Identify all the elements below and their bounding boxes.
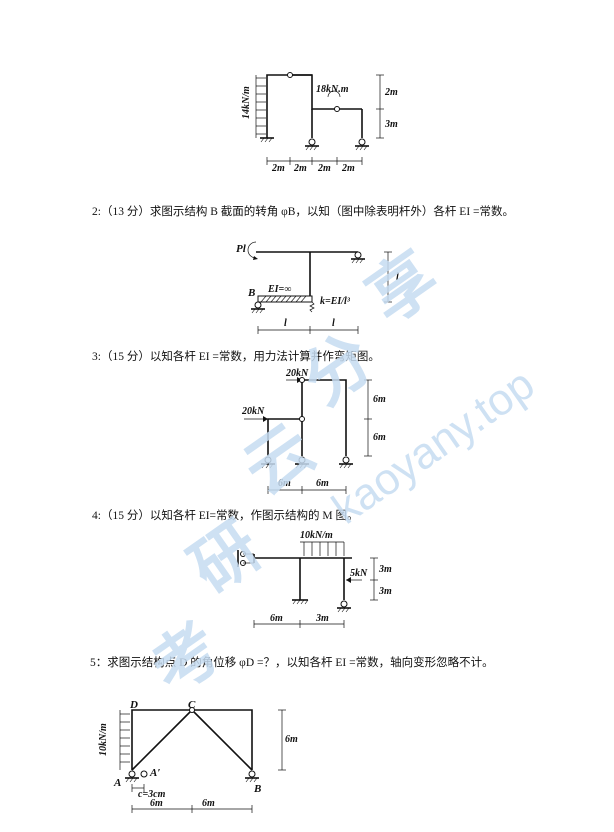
figure-2-frame: Pl EI=∞ B k=EI/l³ l l l bbox=[236, 241, 399, 334]
fig1-dim-v-1: 2m bbox=[384, 87, 398, 98]
fig1-dim-h-4: 2m bbox=[341, 163, 355, 174]
fig5-dim-v: 6m bbox=[285, 734, 298, 745]
fig4-left-supports bbox=[237, 550, 254, 567]
fig3-dim-h-1: 6m bbox=[278, 478, 291, 489]
fig2-load-label: Pl bbox=[236, 243, 247, 255]
pin-support-right bbox=[355, 138, 369, 151]
figure-3-frame: 20kN 20kN 6m 6m 6m 6m bbox=[241, 368, 386, 494]
fig4-dim-v-1: 3m bbox=[378, 564, 392, 575]
fig1-dim-h-2: 2m bbox=[293, 163, 307, 174]
figure-1-frame: 14kN/m 18kN.m bbox=[241, 72, 398, 174]
fig1-dim-h-1: 2m bbox=[271, 163, 285, 174]
fig5-point-a: A bbox=[113, 777, 121, 789]
fig3-dim-v-2: 6m bbox=[373, 432, 386, 443]
question-3-text: 3:（15 分）以知各杆 EI =常数，用力法计算并作弯矩图。 bbox=[92, 351, 380, 363]
fig3-load-mid-label: 20kN bbox=[241, 406, 265, 417]
figure-4-frame: 10kN/m 5kN 3m 3m 6m 3m bbox=[237, 530, 392, 628]
fig5-point-a-prime: A′ bbox=[149, 767, 160, 779]
fig5-point-b: B bbox=[253, 783, 261, 795]
rigid-beam bbox=[257, 295, 313, 303]
fig4-dim-h-1: 6m bbox=[270, 613, 283, 624]
hinge-right bbox=[334, 106, 340, 112]
fig2-point-b: B bbox=[247, 287, 255, 299]
fig2-dim-v: l bbox=[396, 272, 399, 283]
question-4-text: 4:（15 分）以知各杆 EI=常数，作图示结构的 M 图。 bbox=[92, 510, 359, 522]
fixed-support-left bbox=[260, 137, 274, 143]
hinge-top bbox=[287, 72, 293, 78]
fig2-dim-h-1: l bbox=[284, 318, 287, 329]
distributed-load-arrows bbox=[255, 75, 266, 138]
fig4-load-dist-label: 10kN/m bbox=[300, 530, 333, 541]
question-5-text: 5：求图示结构点 D 的角位移 φD =？，以知各杆 EI =常数，轴向变形忽略… bbox=[90, 657, 494, 669]
fig1-load-label: 14kN/m bbox=[241, 86, 252, 119]
fig1-dim-h-3: 2m bbox=[317, 163, 331, 174]
fig1-dim-v-2: 3m bbox=[384, 119, 398, 130]
fig5-settlement-label: c=3cm bbox=[138, 789, 166, 800]
fig5-point-d: D bbox=[129, 699, 138, 711]
pin-support-mid bbox=[305, 138, 319, 151]
fig2-spring-label: k=EI/l³ bbox=[320, 296, 351, 307]
fig5-dim-h-1: 6m bbox=[150, 798, 163, 809]
fig2-ei-label: EI=∞ bbox=[267, 284, 291, 295]
fig5-point-c: C bbox=[188, 699, 196, 711]
fig1-moment-label: 18kN.m bbox=[316, 84, 349, 95]
fig3-load-top-label: 20kN bbox=[285, 368, 309, 379]
fig4-dim-h-2: 3m bbox=[315, 613, 329, 624]
fig4-load-point-label: 5kN bbox=[350, 568, 368, 579]
question-2-text: 2:（13 分）求图示结构 B 截面的转角 φB，以知（图中除表明杆外）各杆 E… bbox=[92, 206, 515, 218]
fig3-dim-v-1: 6m bbox=[373, 394, 386, 405]
fig5-load-label: 10kN/m bbox=[98, 723, 109, 756]
figure-5-frame: D C 10kN/m A A′ B c=3cm 6m bbox=[98, 699, 298, 813]
fig2-dim-h-2: l bbox=[332, 318, 335, 329]
fig4-dim-v-2: 3m bbox=[378, 586, 392, 597]
fig3-supports bbox=[261, 456, 353, 469]
fig3-dim-h-2: 6m bbox=[316, 478, 329, 489]
fig5-dim-h-2: 6m bbox=[202, 798, 215, 809]
